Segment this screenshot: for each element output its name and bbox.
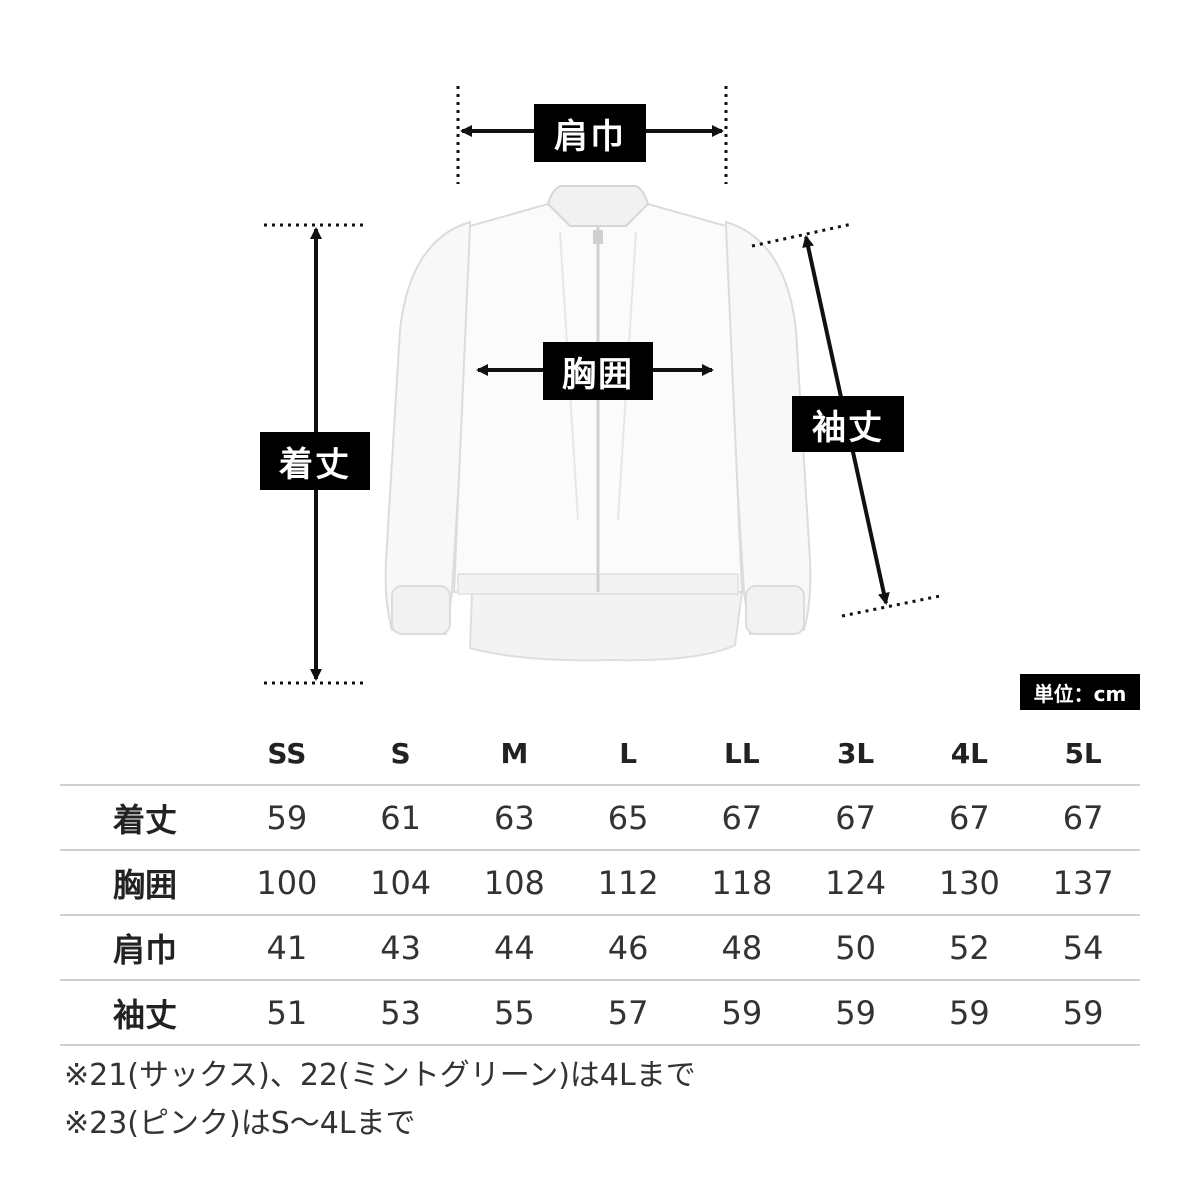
table-cell: 118	[685, 850, 799, 916]
unit-badge: 単位：cm	[1020, 674, 1140, 710]
table-cell: 57	[571, 980, 685, 1046]
table-cell: 65	[571, 785, 685, 851]
table-cell: 104	[343, 850, 458, 916]
table-cell: 41	[230, 915, 344, 981]
table-cell: 61	[343, 785, 458, 851]
table-cell: 63	[457, 785, 572, 851]
color-note-1: ※21(サックス)、22(ミントグリーン)は4Lまで	[64, 1058, 696, 1093]
size-header: SS	[230, 722, 344, 786]
row-label: 袖丈	[60, 980, 230, 1046]
table-cell: 112	[571, 850, 685, 916]
row-label: 胸囲	[60, 850, 230, 916]
table-cell: 48	[685, 915, 799, 981]
table-cell: 55	[457, 980, 572, 1046]
table-cell: 43	[343, 915, 458, 981]
size-header: L	[571, 722, 685, 786]
table-cell: 44	[457, 915, 572, 981]
header-corner	[60, 722, 230, 786]
table-cell: 108	[457, 850, 572, 916]
table-cell: 124	[798, 850, 913, 916]
table-cell: 59	[685, 980, 799, 1046]
table-cell: 137	[1026, 850, 1140, 916]
shoulder-label: 肩巾	[534, 104, 646, 162]
table-row: 肩巾 41 43 44 46 48 50 52 54	[60, 915, 1140, 981]
table-cell: 51	[230, 980, 344, 1046]
sleeve-label: 袖丈	[792, 396, 904, 452]
table-cell: 100	[230, 850, 344, 916]
row-label: 着丈	[60, 785, 230, 851]
garment-diagram	[264, 86, 941, 685]
table-cell: 59	[1026, 980, 1140, 1046]
size-header: S	[343, 722, 458, 786]
table-row: 胸囲 100 104 108 112 118 124 130 137	[60, 850, 1140, 916]
size-header: LL	[685, 722, 799, 786]
color-note-2: ※23(ピンク)はS〜4Lまで	[64, 1106, 416, 1141]
table-cell: 53	[343, 980, 458, 1046]
size-header: 4L	[912, 722, 1027, 786]
table-cell: 67	[912, 785, 1027, 851]
table-cell: 54	[1026, 915, 1140, 981]
length-label: 着丈	[260, 432, 370, 490]
chest-label: 胸囲	[543, 342, 653, 400]
size-header: M	[457, 722, 572, 786]
table-cell: 67	[798, 785, 913, 851]
table-cell: 130	[912, 850, 1027, 916]
size-header-row: SS S M L LL 3L 4L 5L	[60, 722, 1140, 786]
size-header: 3L	[798, 722, 913, 786]
table-cell: 59	[798, 980, 913, 1046]
size-table: SS S M L LL 3L 4L 5L 着丈 59 61 63 65 67 6…	[60, 722, 1140, 1046]
table-cell: 67	[685, 785, 799, 851]
table-row: 着丈 59 61 63 65 67 67 67 67	[60, 785, 1140, 851]
table-cell: 52	[912, 915, 1027, 981]
jacket-illustration	[384, 185, 812, 662]
row-label: 肩巾	[60, 915, 230, 981]
table-cell: 67	[1026, 785, 1140, 851]
table-cell: 46	[571, 915, 685, 981]
table-cell: 59	[912, 980, 1027, 1046]
table-row: 袖丈 51 53 55 57 59 59 59 59	[60, 980, 1140, 1046]
size-header: 5L	[1026, 722, 1140, 786]
table-cell: 59	[230, 785, 344, 851]
table-cell: 50	[798, 915, 913, 981]
